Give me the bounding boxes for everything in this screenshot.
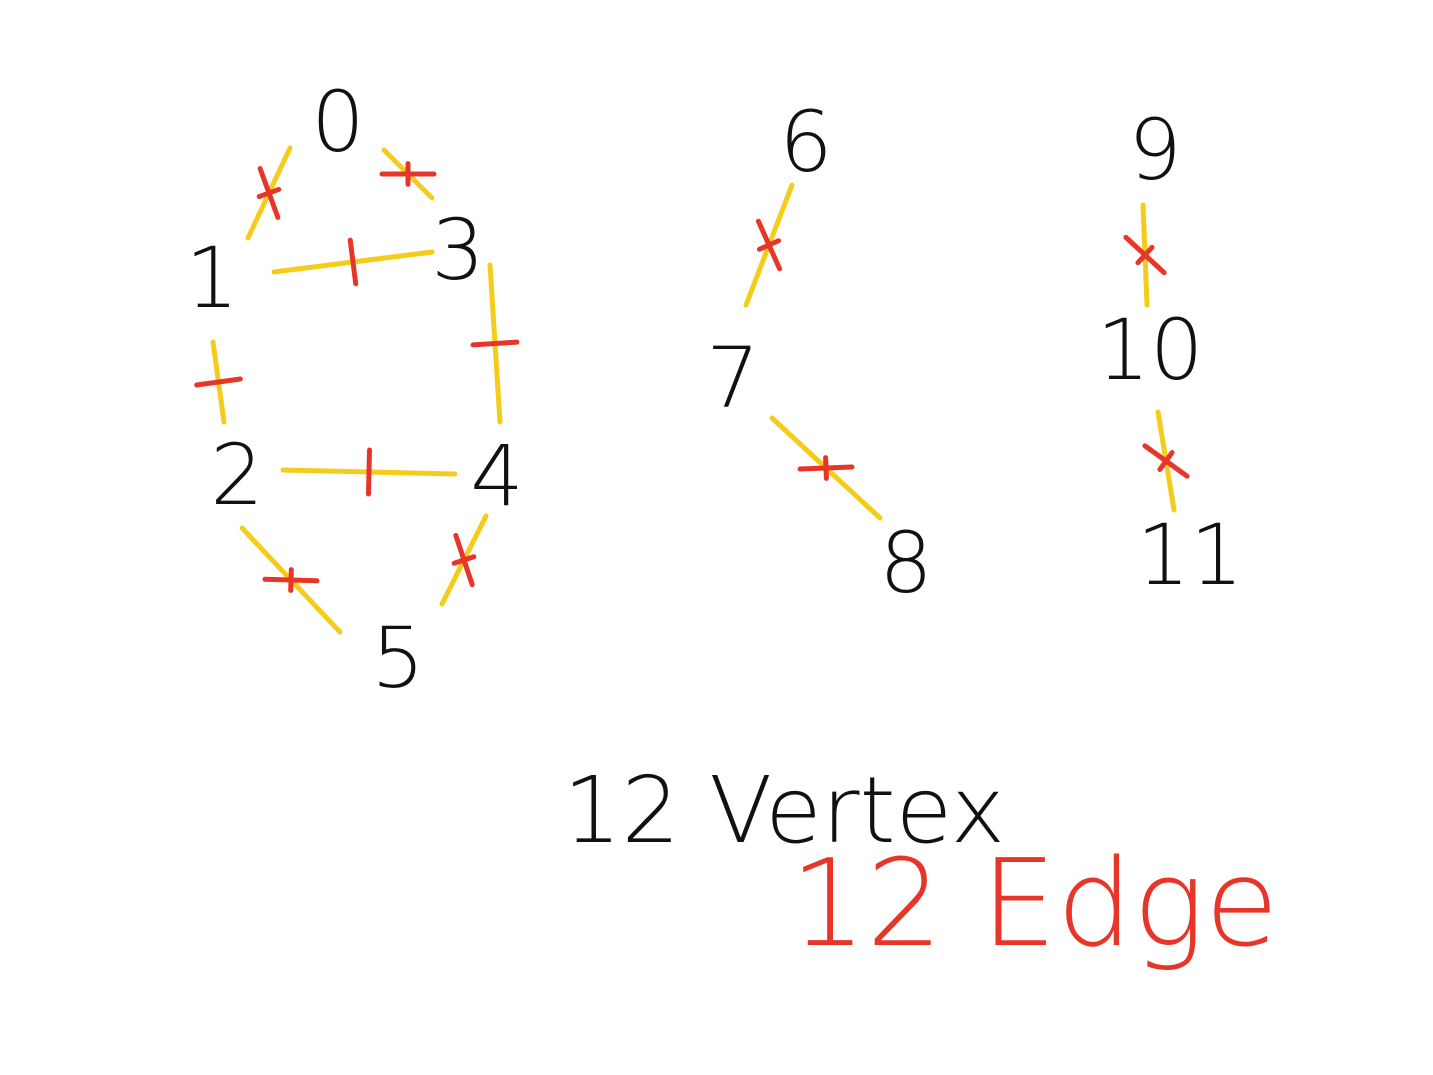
- cross-stroke-b: [257, 166, 281, 220]
- edge-mark-3-4: [470, 339, 520, 348]
- edge-marks-layer: [194, 161, 1190, 593]
- vertex-6: 6: [779, 93, 832, 191]
- vertex-5: 5: [371, 609, 424, 707]
- edge-mark-9-10: [1123, 234, 1167, 276]
- edges-layer: [210, 145, 1177, 635]
- vertex-7: 7: [706, 329, 759, 427]
- vertex-9: 9: [1128, 101, 1181, 199]
- vertex-2: 2: [210, 426, 263, 524]
- edge-mark-10-11: [1142, 443, 1190, 479]
- tick-stroke: [194, 376, 243, 388]
- vertex-0: 0: [311, 73, 364, 171]
- cross-stroke-b: [453, 532, 475, 588]
- vertex-10: 10: [1097, 301, 1204, 399]
- edge-mark-4-5: [451, 532, 477, 588]
- vertices-layer: 01 2 3 45 6 7 8 9 10 11: [185, 73, 1243, 707]
- vertex-8: 8: [879, 514, 932, 612]
- edge-mark-1-2: [194, 376, 243, 388]
- cross-stroke-b: [1142, 443, 1190, 479]
- tick-stroke: [470, 339, 520, 348]
- edge-mark-7-8: [797, 455, 855, 481]
- cross-stroke-b: [262, 576, 320, 584]
- tick-stroke: [347, 237, 359, 287]
- vertex-1: 1: [185, 229, 238, 327]
- vertex-4: 4: [470, 427, 523, 525]
- cross-stroke-b: [797, 464, 855, 472]
- edge-mark-0-1: [256, 166, 282, 220]
- edge-mark-0-3: [379, 161, 437, 187]
- edge-mark-2-5: [262, 567, 320, 593]
- edge-mark-2-4: [365, 447, 373, 497]
- tick-stroke: [365, 447, 373, 497]
- vertex-count-note: 12 Vertex: [563, 757, 1005, 864]
- edge-mark-6-7: [755, 218, 783, 272]
- cross-stroke-b: [1123, 234, 1167, 276]
- vertex-3: 3: [431, 201, 484, 299]
- cross-stroke-b: [755, 218, 783, 272]
- vertex-11: 11: [1137, 506, 1244, 604]
- edge-count-note: 12 Edge: [790, 835, 1279, 974]
- edge-mark-1-3: [347, 237, 359, 287]
